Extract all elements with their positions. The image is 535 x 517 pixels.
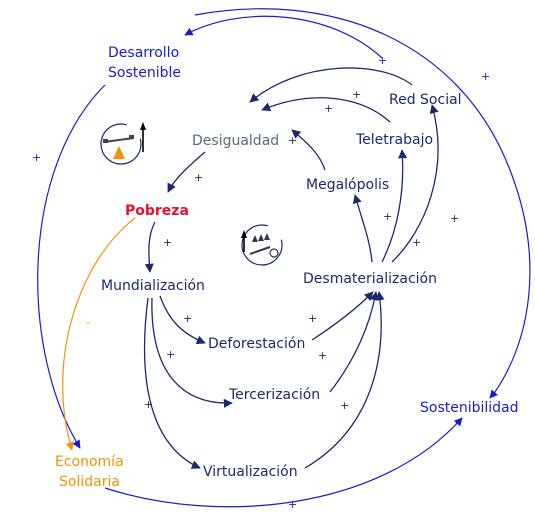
edge-desarrollo-to-economia bbox=[37, 84, 106, 449]
edge-deforestacion-to-desmaterializacion bbox=[311, 291, 374, 341]
node-desigualdad: Desigualdad bbox=[192, 133, 279, 149]
node-desarrollo-sostenible-line2: Sostenible bbox=[108, 65, 181, 81]
edge-sostenibilidad-arrowhead-stub bbox=[489, 389, 499, 399]
node-deforestacion: Deforestación bbox=[208, 336, 305, 352]
edge-desmaterializacion-to-teletrabajo bbox=[381, 149, 408, 263]
node-desmaterializacion: Desmaterialización bbox=[303, 271, 437, 287]
polarity-sign: + bbox=[163, 236, 172, 249]
node-economia-solidaria-line1: Economía bbox=[55, 454, 124, 470]
edge-pobreza-to-economia bbox=[62, 217, 136, 451]
edge-redsocial-to-desarrollo bbox=[184, 15, 383, 59]
edge-virtualizacion-to-desmaterializacion bbox=[304, 291, 385, 469]
polarity-sign: + bbox=[378, 54, 387, 67]
node-desarrollo-sostenible: Desarrollo Sostenible bbox=[108, 45, 184, 81]
node-sostenibilidad: Sostenibilidad bbox=[420, 400, 519, 416]
edge-tercerizacion-to-desmaterializacion bbox=[329, 291, 380, 393]
edge-desigualdad-to-pobreza bbox=[167, 151, 206, 193]
polarity-sign: + bbox=[450, 212, 459, 225]
node-tercerizacion: Tercerización bbox=[228, 387, 320, 403]
polarity-sign: + bbox=[383, 210, 392, 223]
polarity-sign: + bbox=[481, 70, 490, 83]
edge-mundializacion-to-deforestacion bbox=[159, 295, 206, 345]
polarity-sign: + bbox=[144, 398, 153, 411]
polarity-sign: + bbox=[183, 312, 192, 325]
node-mundializacion: Mundialización bbox=[101, 278, 205, 294]
polarity-sign: + bbox=[412, 236, 421, 249]
edge-mundializacion-to-virtualizacion bbox=[143, 297, 201, 469]
polarity-sign: + bbox=[288, 134, 297, 147]
polarity-sign: + bbox=[308, 312, 317, 325]
balance-loop-icon bbox=[100, 122, 146, 165]
node-megalopolis: Megalópolis bbox=[306, 177, 389, 193]
polarity-sign: + bbox=[318, 349, 327, 362]
polarity-sign: + bbox=[32, 151, 41, 164]
node-desarrollo-sostenible-line1: Desarrollo bbox=[108, 45, 179, 61]
node-pobreza: Pobreza bbox=[125, 203, 189, 219]
node-red-social: Red Social bbox=[389, 92, 462, 108]
edge-mundializacion-to-tercerizacion bbox=[151, 297, 233, 408]
polarity-sign: + bbox=[352, 88, 361, 101]
edge-redsocial-to-desigualdad bbox=[249, 67, 413, 103]
polarity-sign: + bbox=[324, 102, 333, 115]
edge-desmaterializacion-to-redsocial bbox=[391, 104, 439, 263]
node-economia-solidaria: Economía Solidaria bbox=[55, 454, 128, 490]
polarity-sign: + bbox=[194, 171, 203, 184]
polarity-sign: + bbox=[166, 348, 175, 361]
polarity-sign: + bbox=[340, 399, 349, 412]
polarity-sign: - bbox=[86, 316, 90, 329]
node-teletrabajo: Teletrabajo bbox=[355, 132, 433, 148]
polarity-sign: + bbox=[288, 498, 297, 511]
node-economia-solidaria-line2: Solidaria bbox=[59, 474, 120, 490]
edge-desmaterializacion-to-megalopolis bbox=[352, 194, 373, 263]
edge-megalopolis-to-desigualdad bbox=[291, 129, 326, 171]
edge-desarrollo-to-sostenibilidad bbox=[194, 8, 531, 393]
edge-pobreza-to-mundializacion bbox=[144, 221, 156, 273]
node-virtualizacion: Virtualización bbox=[203, 464, 298, 480]
edge-teletrabajo-to-desigualdad bbox=[261, 97, 391, 123]
edge-economia-to-sostenibilidad bbox=[104, 417, 463, 508]
reinforcing-loop-icon bbox=[241, 224, 283, 266]
